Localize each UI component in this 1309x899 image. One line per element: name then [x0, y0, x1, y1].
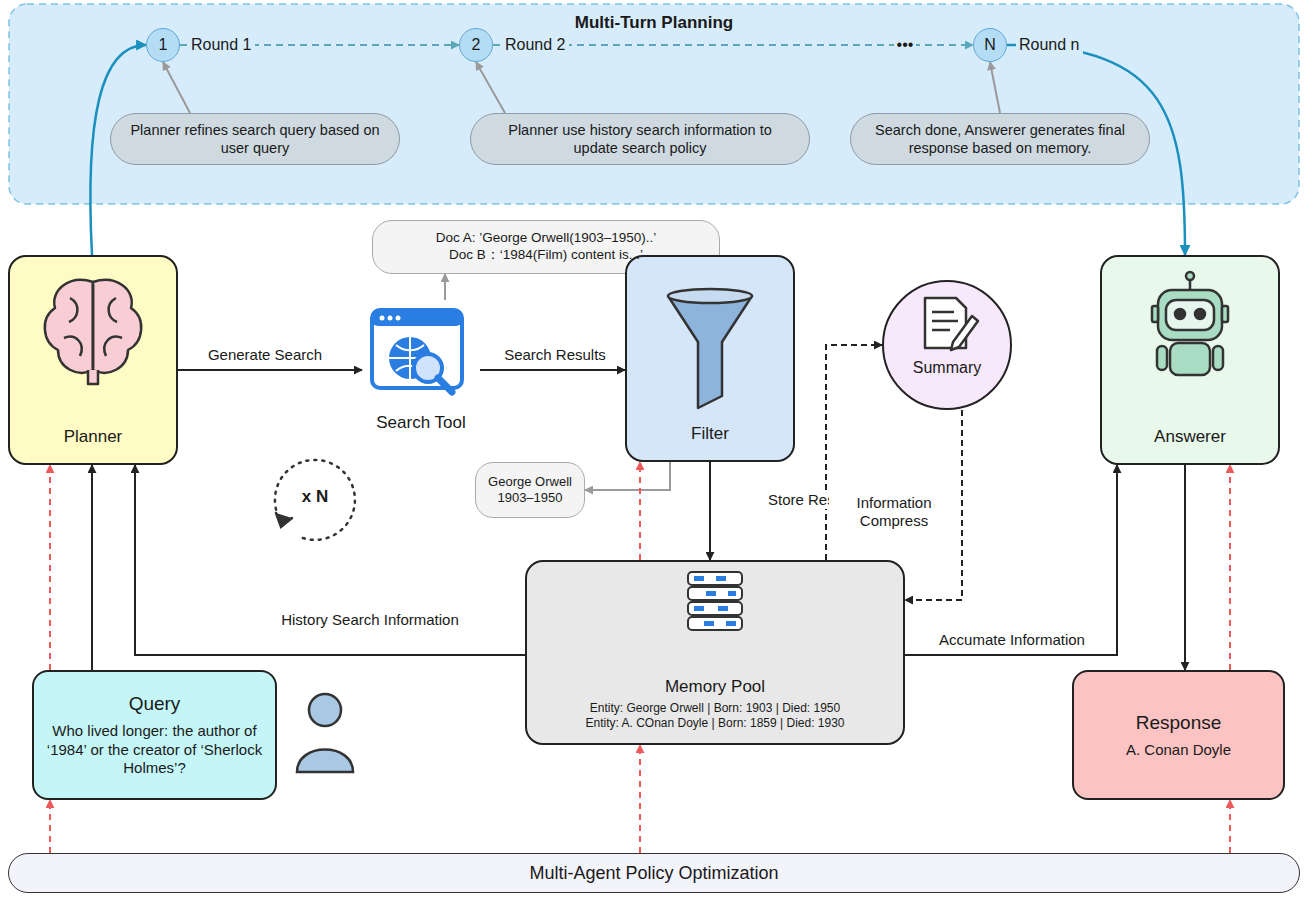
- memory-box: Memory PoolEntity: George Orwell | Born:…: [525, 560, 905, 745]
- round-label: Round 2: [502, 35, 569, 54]
- connector: [639, 462, 641, 560]
- round-label: Round n: [1016, 35, 1083, 54]
- node-title: Planner: [64, 426, 123, 447]
- connector: [476, 62, 505, 113]
- node-title: N: [984, 35, 996, 55]
- connector: [1184, 465, 1186, 670]
- node-title: Doc A: ’George Orwell(1903–1950)..’: [436, 230, 657, 247]
- brain-icon: [45, 280, 141, 384]
- ellipsis-label: •••: [894, 35, 917, 54]
- edge-label: Accumate Information: [936, 631, 1088, 649]
- round-circle: 1: [146, 28, 180, 62]
- node-title: Search Tool: [376, 412, 465, 433]
- note-bubble: Search done, Answerer generates final re…: [850, 113, 1150, 165]
- node-text: Who lived longer: the author of ‘1984’ o…: [46, 722, 263, 778]
- connector: [91, 465, 93, 670]
- node-title: Memory Pool: [665, 676, 765, 697]
- node-title: Filter: [691, 423, 729, 444]
- edge-label: History Search Information: [278, 611, 462, 629]
- node-title: Planner use history search information t…: [489, 121, 791, 157]
- node-title: George Orwell 1903–1950: [484, 474, 576, 507]
- connector: [135, 465, 525, 655]
- node-text: Entity: George Orwell | Born: 1903 | Die…: [590, 701, 840, 716]
- optimization-band: Multi-Agent Policy Optimization: [8, 853, 1300, 893]
- search-tool-icon: [372, 310, 462, 392]
- connector: [49, 800, 51, 853]
- connector: [163, 62, 190, 113]
- node-title: Multi-Turn Planning: [575, 12, 733, 33]
- summary-circle: Summary: [882, 280, 1012, 410]
- agent-box: Answerer: [1100, 255, 1280, 465]
- connector: [585, 462, 670, 490]
- result-bubble: George Orwell 1903–1950: [475, 462, 585, 518]
- node-title: Search done, Answerer generates final re…: [867, 121, 1133, 157]
- round-circle: N: [973, 28, 1007, 62]
- node-title: Answerer: [1154, 426, 1226, 447]
- connector: [178, 369, 362, 371]
- connector: [444, 274, 446, 300]
- database-icon: [688, 572, 742, 630]
- edge-label: Search Results: [501, 346, 609, 364]
- band-backdrop: [9, 4, 1299, 204]
- note-bubble: Planner refines search query based on us…: [110, 113, 400, 165]
- planning-band: Multi-Turn Planning 1 2 N Planner refines se…: [8, 3, 1300, 205]
- node-title: 2: [472, 35, 481, 55]
- node-text: Entity: A. COnan Doyle | Born: 1859 | Di…: [585, 716, 844, 731]
- tool-node: Search Tool: [362, 300, 480, 435]
- summary-icon: [925, 298, 978, 350]
- edge-label: Information Compress: [829, 494, 960, 530]
- node-title: Planner refines search query based on us…: [129, 121, 381, 157]
- connector: [480, 369, 625, 371]
- node-title: Summary: [913, 358, 981, 378]
- node-text: Doc B：‘1984(Film) content is...’: [449, 247, 643, 264]
- connector: [709, 462, 711, 560]
- query-box: QueryWho lived longer: the author of ‘19…: [32, 670, 277, 800]
- loop-label: x N: [302, 487, 328, 507]
- connector: [1229, 800, 1231, 853]
- node-title: Query: [129, 692, 181, 716]
- node-title: Response: [1136, 711, 1222, 735]
- round-circle: 2: [459, 28, 493, 62]
- filter-box: Filter: [625, 255, 795, 462]
- edge-label: Generate Search: [205, 346, 325, 364]
- node-title: 1: [159, 35, 168, 55]
- funnel-icon: [668, 289, 752, 408]
- agent-box: Planner: [8, 255, 178, 465]
- user-icon: [297, 694, 353, 772]
- connector: [639, 745, 641, 853]
- loop-icon: [275, 460, 355, 540]
- connector: [990, 62, 1000, 113]
- response-box: Response A. Conan Doyle: [1072, 670, 1285, 800]
- node-text: A. Conan Doyle: [1126, 741, 1231, 760]
- connector: [49, 465, 51, 670]
- node-title: Multi-Agent Policy Optimization: [529, 862, 778, 885]
- connector: [1229, 465, 1231, 670]
- note-bubble: Planner use history search information t…: [470, 113, 810, 165]
- robot-icon: [1152, 272, 1228, 375]
- round-label: Round 1: [188, 35, 255, 54]
